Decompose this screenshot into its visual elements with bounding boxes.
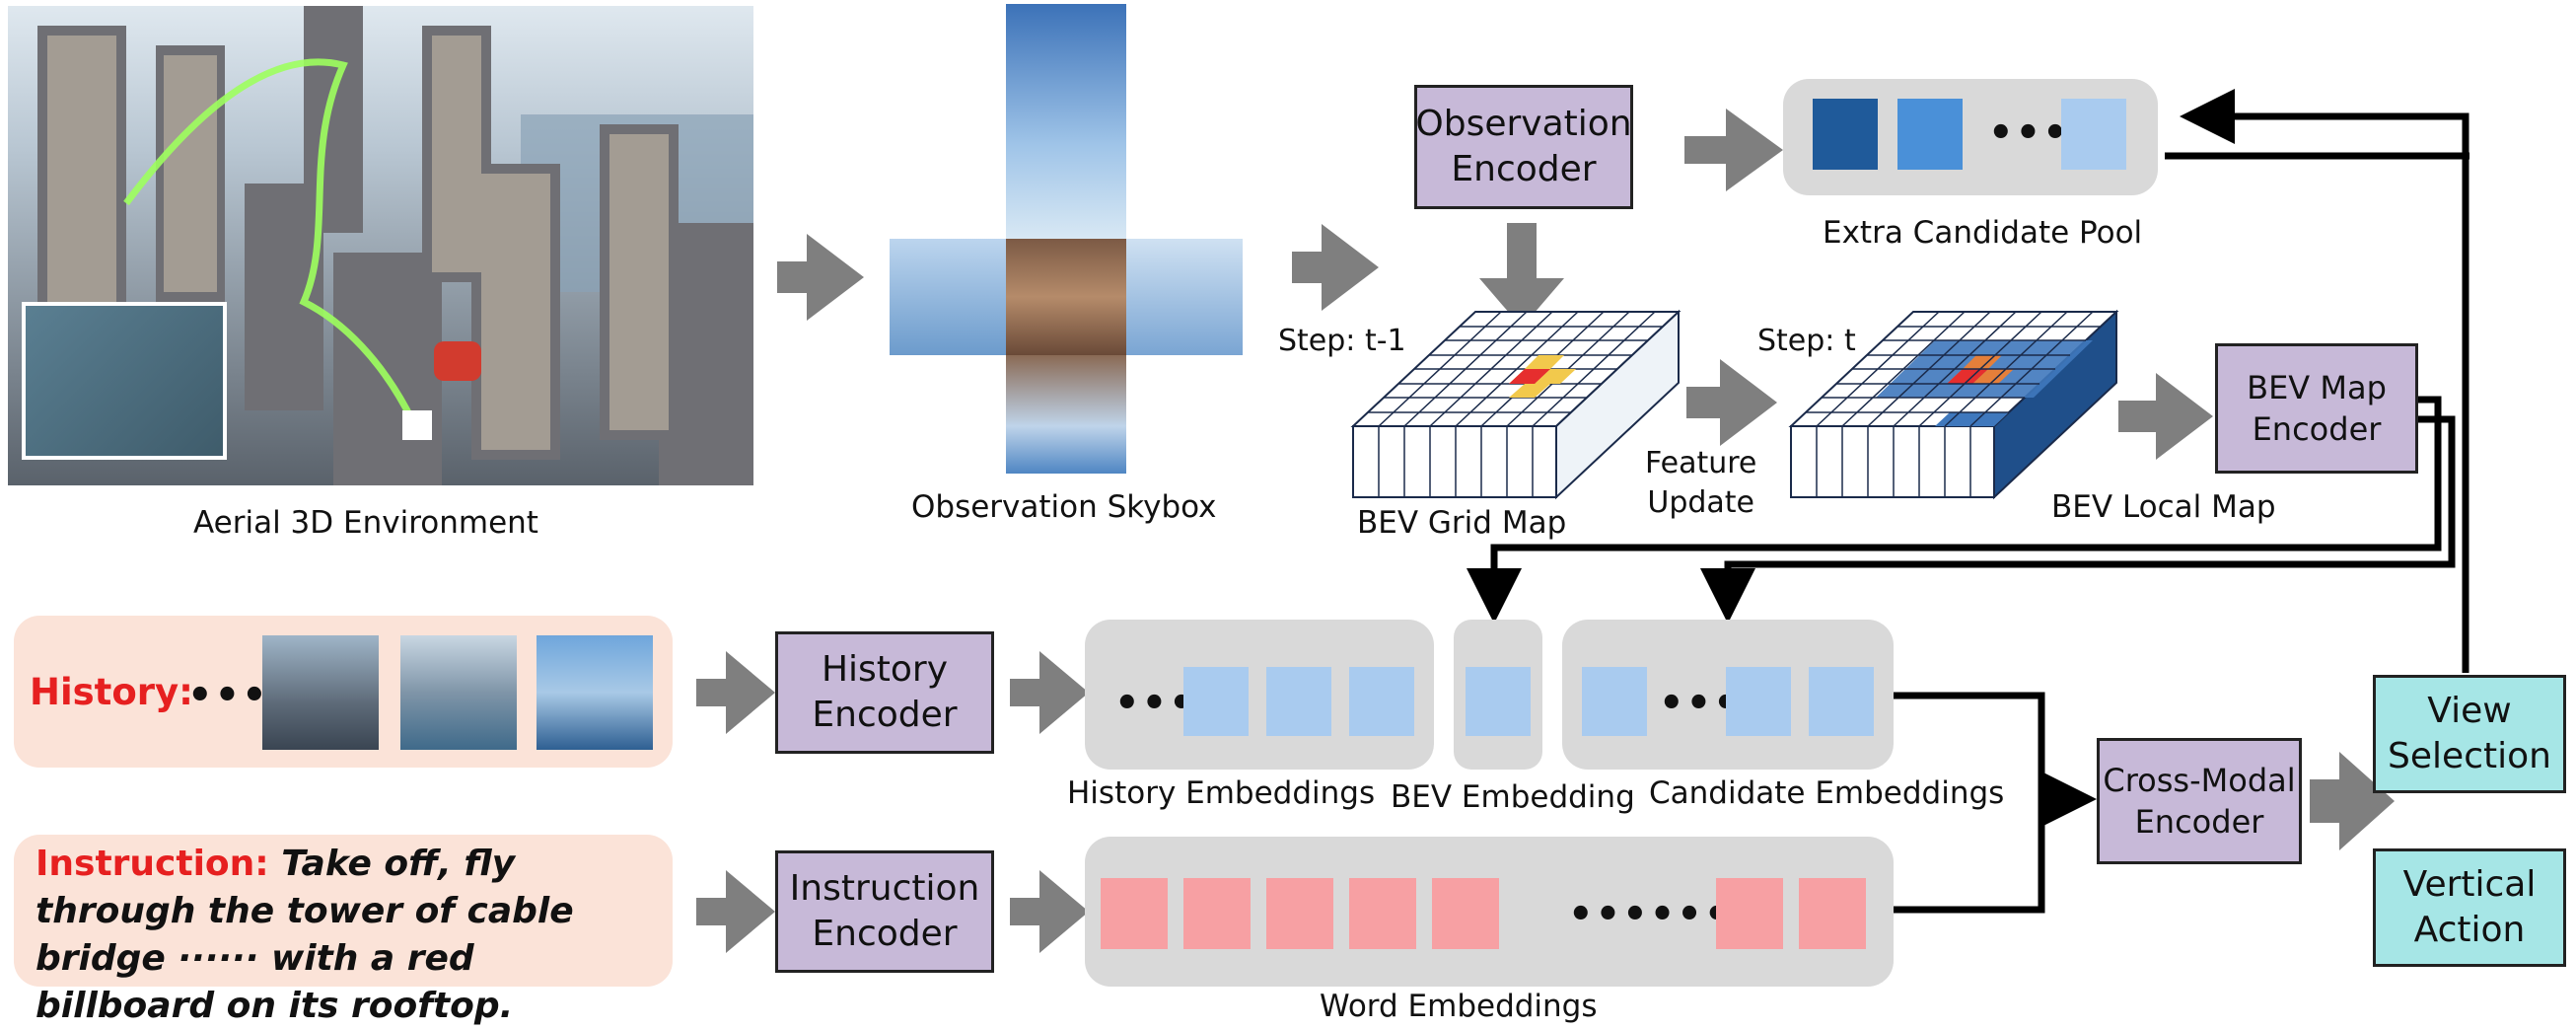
word-emb-token: [1101, 878, 1168, 949]
step-prev-label: Step: t-1: [1278, 324, 1406, 358]
caption-cand-emb: Candidate Embeddings: [1649, 775, 2005, 811]
aerial-environment-image: [8, 6, 753, 485]
word-emb-token: [1799, 878, 1866, 949]
line-bev-encoder-to-cand-emb: [1700, 415, 2456, 624]
arrow-iencoder-to-emb: [1010, 870, 1089, 953]
instruction-panel: [14, 835, 673, 987]
caption-word-emb: Word Embeddings: [1320, 989, 1598, 1024]
cand-emb-ellipsis: •••: [1659, 681, 1741, 726]
arrow-hencoder-to-emb: [1010, 651, 1089, 734]
skybox-bottom-face: [1006, 355, 1126, 474]
word-emb-token: [1183, 878, 1251, 949]
instruction-label: Instruction:: [36, 844, 269, 884]
step-cur-label: Step: t: [1757, 324, 1856, 358]
line-view-selection-to-pool: [2180, 89, 2469, 673]
history-frame-1: [262, 635, 379, 750]
word-emb-ellipsis: ••••••: [1568, 892, 1732, 937]
history-emb-token: [1349, 667, 1414, 736]
skybox-left-face: [890, 239, 1006, 355]
view-selection-box[interactable]: View Selection: [2373, 675, 2566, 793]
history-label: History:: [30, 671, 193, 713]
history-encoder-box: History Encoder: [775, 631, 994, 754]
cross-modal-encoder-box: Cross-Modal Encoder: [2097, 738, 2302, 864]
bev-emb-token: [1466, 667, 1531, 736]
minimap-inset: [22, 302, 227, 460]
caption-bev-grid: BEV Grid Map: [1357, 505, 1567, 541]
arrow-encoder-to-pool: [1684, 109, 1783, 191]
caption-bev-local: BEV Local Map: [2051, 489, 2276, 525]
skybox-top-face: [1006, 4, 1126, 239]
instruction-text: Instruction: Take off, fly through the t…: [36, 841, 657, 1030]
vertical-action-box[interactable]: Vertical Action: [2373, 848, 2566, 967]
bev-grid-map: [1350, 309, 1682, 500]
instruction-encoder-box: Instruction Encoder: [775, 850, 994, 973]
pool-token-mid: [1897, 99, 1963, 170]
word-emb-token: [1266, 878, 1333, 949]
arrow-crossmodal-to-actions: [2310, 752, 2395, 850]
arrow-feature-update: [1686, 359, 1777, 446]
arrow-encoder-to-bev: [1479, 223, 1564, 328]
cand-emb-token: [1582, 667, 1647, 736]
arrow-instruction-to-encoder: [696, 870, 775, 953]
line-cand-to-crossmodal: [1894, 692, 2097, 827]
history-emb-token: [1266, 667, 1331, 736]
caption-extra-pool: Extra Candidate Pool: [1823, 215, 2143, 251]
arrow-history-to-encoder: [696, 651, 775, 734]
caption-bev-emb: BEV Embedding: [1391, 779, 1635, 815]
pool-ellipsis: •••: [1988, 110, 2070, 156]
bev-map-encoder-box: BEV Map Encoder: [2215, 343, 2418, 474]
skybox-center-face: [1006, 239, 1126, 355]
feature-update-label: Feature Update: [1645, 446, 1757, 520]
caption-skybox: Observation Skybox: [911, 489, 1217, 525]
cand-emb-token: [1726, 667, 1791, 736]
pool-token-light: [2061, 99, 2126, 170]
arrow-local-to-encoder: [2118, 373, 2213, 460]
observation-encoder-box: Observation Encoder: [1414, 85, 1633, 209]
word-emb-token: [1349, 878, 1416, 949]
history-emb-ellipsis: •••: [1114, 681, 1196, 726]
history-frame-2: [400, 635, 517, 750]
instruction-body: Take off, fly through the tower of cable…: [36, 844, 574, 1026]
history-emb-token: [1183, 667, 1249, 736]
word-emb-token: [1432, 878, 1499, 949]
pool-token-dark: [1813, 99, 1878, 170]
gray-arrows: [696, 109, 2395, 953]
caption-history-emb: History Embeddings: [1067, 775, 1376, 811]
bev-local-map: [1788, 309, 2119, 500]
caption-aerial: Aerial 3D Environment: [193, 505, 538, 541]
arrow-aerial-to-skybox: [777, 234, 864, 321]
history-ellipsis: •••: [187, 673, 269, 718]
skybox-right-face: [1126, 239, 1243, 355]
history-frame-3: [537, 635, 653, 750]
word-emb-token: [1716, 878, 1783, 949]
line-bev-encoder-to-bev-emb: [1467, 396, 2442, 624]
arrow-skybox-to-bev: [1292, 224, 1379, 311]
cand-emb-token: [1809, 667, 1874, 736]
line-word-to-crossmodal: [1894, 799, 2045, 914]
